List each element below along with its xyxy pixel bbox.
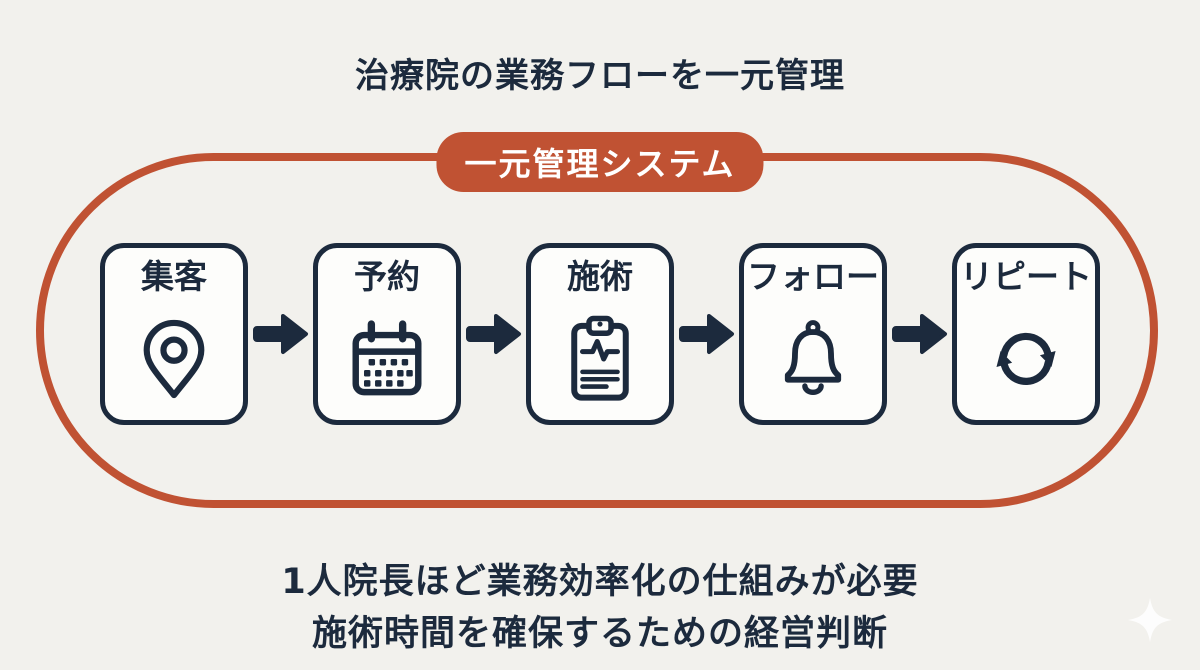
footer-text: 1人院長ほど業務効率化の仕組みが必要 施術時間を確保するための経営判断	[0, 556, 1200, 660]
flow-arrow-icon	[248, 311, 313, 357]
step-box-shukyaku: 集客	[100, 243, 248, 425]
location-pin-icon	[105, 297, 243, 420]
flow-steps-row: 集客 予約	[100, 243, 1100, 425]
step-label: フォロー	[747, 257, 879, 296]
step-box-yoyaku: 予約	[313, 243, 461, 425]
clipboard-icon	[531, 297, 669, 420]
step-label: リピート	[960, 257, 1092, 296]
unified-system-badge: 一元管理システム	[436, 132, 764, 192]
footer-line-2: 施術時間を確保するための経営判断	[311, 614, 888, 654]
step-label: 施術	[567, 257, 633, 296]
step-label: 予約	[354, 257, 420, 296]
repeat-icon	[957, 297, 1095, 420]
step-box-repeat: リピート	[952, 243, 1100, 425]
calendar-icon	[318, 297, 456, 420]
sparkle-icon	[1127, 597, 1173, 643]
flow-arrow-icon	[887, 311, 952, 357]
footer-line-1: 1人院長ほど業務効率化の仕組みが必要	[281, 562, 919, 602]
page-title: 治療院の業務フローを一元管理	[355, 56, 845, 96]
flow-arrow-icon	[674, 311, 739, 357]
flow-arrow-icon	[461, 311, 526, 357]
step-label: 集客	[141, 257, 207, 296]
bell-icon	[744, 297, 882, 420]
step-box-sejutsu: 施術	[526, 243, 674, 425]
step-box-follow: フォロー	[739, 243, 887, 425]
